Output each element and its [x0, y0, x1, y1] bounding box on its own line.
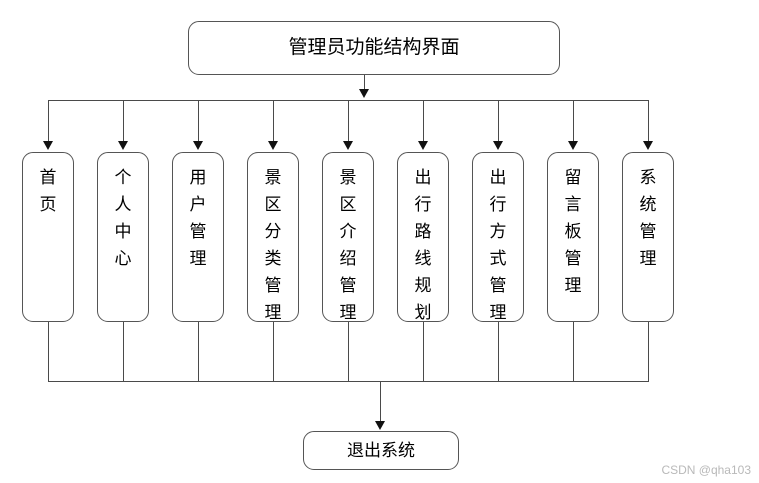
node-label: 出 行 方 式 管 理 — [489, 168, 507, 322]
arrow-into-node-2 — [118, 141, 128, 150]
node-label: 用 户 管 理 — [189, 168, 207, 268]
node-module-3[interactable]: 用 户 管 理 — [172, 152, 224, 322]
connector-drop-3 — [198, 100, 199, 141]
connector-bottom-bus — [48, 381, 649, 382]
arrow-into-node-4 — [268, 141, 278, 150]
node-label: 系 统 管 理 — [639, 168, 657, 268]
connector-drop-1 — [48, 100, 49, 141]
connector-drop-6 — [423, 100, 424, 141]
connector-riser-2 — [123, 322, 124, 381]
node-module-2[interactable]: 个 人 中 心 — [97, 152, 149, 322]
node-label: 个 人 中 心 — [114, 168, 132, 268]
arrow-into-node-5 — [343, 141, 353, 150]
node-module-9[interactable]: 系 统 管 理 — [622, 152, 674, 322]
arrow-into-node-3 — [193, 141, 203, 150]
connector-drop-7 — [498, 100, 499, 141]
connector-drop-8 — [573, 100, 574, 141]
connector-riser-4 — [273, 322, 274, 381]
node-module-8[interactable]: 留 言 板 管 理 — [547, 152, 599, 322]
connector-riser-5 — [348, 322, 349, 381]
arrow-into-node-8 — [568, 141, 578, 150]
node-module-7[interactable]: 出 行 方 式 管 理 — [472, 152, 524, 322]
arrow-into-node-7 — [493, 141, 503, 150]
connector-exit-stem — [380, 381, 381, 421]
node-label: 留 言 板 管 理 — [564, 168, 582, 295]
connector-riser-6 — [423, 322, 424, 381]
arrow-into-node-9 — [643, 141, 653, 150]
arrow-root-to-bus — [359, 89, 369, 98]
connector-drop-5 — [348, 100, 349, 141]
connector-drop-2 — [123, 100, 124, 141]
connector-drop-4 — [273, 100, 274, 141]
connector-riser-3 — [198, 322, 199, 381]
node-label: 管理员功能结构界面 — [288, 37, 460, 58]
node-label: 景 区 分 类 管 理 — [264, 168, 282, 322]
connector-riser-9 — [648, 322, 649, 381]
node-module-5[interactable]: 景 区 介 绍 管 理 — [322, 152, 374, 322]
node-module-6[interactable]: 出 行 路 线 规 划 — [397, 152, 449, 322]
node-module-1[interactable]: 首 页 — [22, 152, 74, 322]
connector-riser-7 — [498, 322, 499, 381]
node-admin-function-structure[interactable]: 管理员功能结构界面 — [188, 21, 560, 75]
arrow-into-node-6 — [418, 141, 428, 150]
connector-riser-8 — [573, 322, 574, 381]
node-label: 首 页 — [39, 168, 57, 214]
connector-drop-9 — [648, 100, 649, 141]
connector-riser-1 — [48, 322, 49, 381]
node-label: 退出系统 — [347, 440, 415, 460]
arrow-into-node-1 — [43, 141, 53, 150]
node-label: 出 行 路 线 规 划 — [414, 168, 432, 322]
node-exit-system[interactable]: 退出系统 — [303, 431, 459, 470]
arrow-into-exit-node — [375, 421, 385, 430]
node-label: 景 区 介 绍 管 理 — [339, 168, 357, 322]
watermark-text: CSDN @qha103 — [661, 463, 751, 477]
connector-root-stem — [364, 75, 365, 89]
node-module-4[interactable]: 景 区 分 类 管 理 — [247, 152, 299, 322]
